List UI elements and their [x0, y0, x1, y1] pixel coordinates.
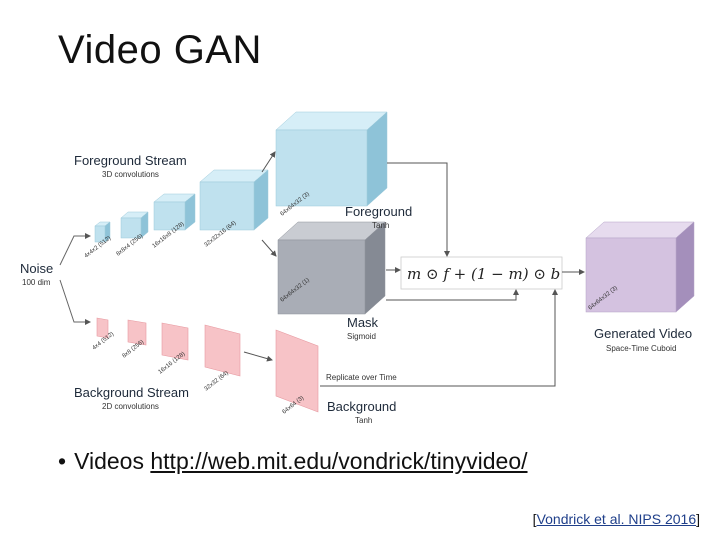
citation: [Vondrick et al. NIPS 2016] — [533, 511, 700, 527]
foreground-stream-sublabel: 3D convolutions — [102, 170, 159, 179]
citation-close-bracket: ] — [696, 511, 700, 527]
foreground-layer-4 — [199, 169, 269, 231]
background-layer-4 — [204, 324, 241, 377]
replicate-label: Replicate over Time — [326, 373, 397, 382]
generated-video-cube — [585, 221, 695, 313]
background-stream-label: Background Stream — [74, 385, 189, 400]
bullet-prefix: Videos — [74, 448, 151, 474]
background-layer-1 — [96, 317, 109, 339]
foreground-sublabel: Tanh — [372, 221, 389, 230]
background-stream-sublabel: 2D convolutions — [102, 402, 159, 411]
mask-label: Mask — [347, 315, 379, 330]
bullet-dot: • — [58, 448, 67, 474]
noise-sublabel: 100 dim — [22, 278, 51, 287]
foreground-layer-2 — [120, 211, 149, 239]
connector-arrows — [243, 151, 585, 387]
mask-sublabel: Sigmoid — [347, 332, 376, 341]
foreground-layer-1 — [94, 221, 111, 243]
background-label: Background — [327, 399, 396, 414]
background-layer-2 — [127, 319, 147, 346]
foreground-label: Foreground — [345, 204, 412, 219]
background-plane — [275, 329, 319, 413]
noise-label: Noise — [20, 261, 53, 276]
videos-bullet: • Videos http://web.mit.edu/vondrick/tiny… — [58, 448, 528, 475]
foreground-stream-label: Foreground Stream — [74, 153, 187, 168]
formula-box — [400, 256, 563, 290]
slide-title: Video GAN — [58, 28, 262, 72]
background-layer-3 — [161, 322, 189, 361]
foreground-layer-3 — [153, 193, 196, 231]
noise-connectors — [59, 233, 91, 325]
generated-video-sublabel: Space-Time Cuboid — [606, 344, 676, 353]
citation-open-bracket: [ — [532, 511, 537, 527]
mask-cube — [277, 221, 386, 315]
composition-formula: m ⊙ f + (1 − m) ⊙ b — [407, 265, 560, 283]
foreground-cube — [275, 111, 388, 207]
generated-video-label: Generated Video — [594, 326, 692, 341]
tinyvideo-link[interactable]: http://web.mit.edu/vondrick/tinyvideo/ — [150, 448, 528, 474]
bg-dim-4: 32x32 (64) — [204, 370, 230, 392]
citation-link[interactable]: Vondrick et al. NIPS 2016 — [536, 511, 697, 527]
mask-one-minus-connector — [386, 289, 519, 301]
background-sublabel: Tanh — [355, 416, 372, 425]
video-gan-diagram: Foreground Stream 3D convolutions Backgr… — [20, 111, 695, 425]
